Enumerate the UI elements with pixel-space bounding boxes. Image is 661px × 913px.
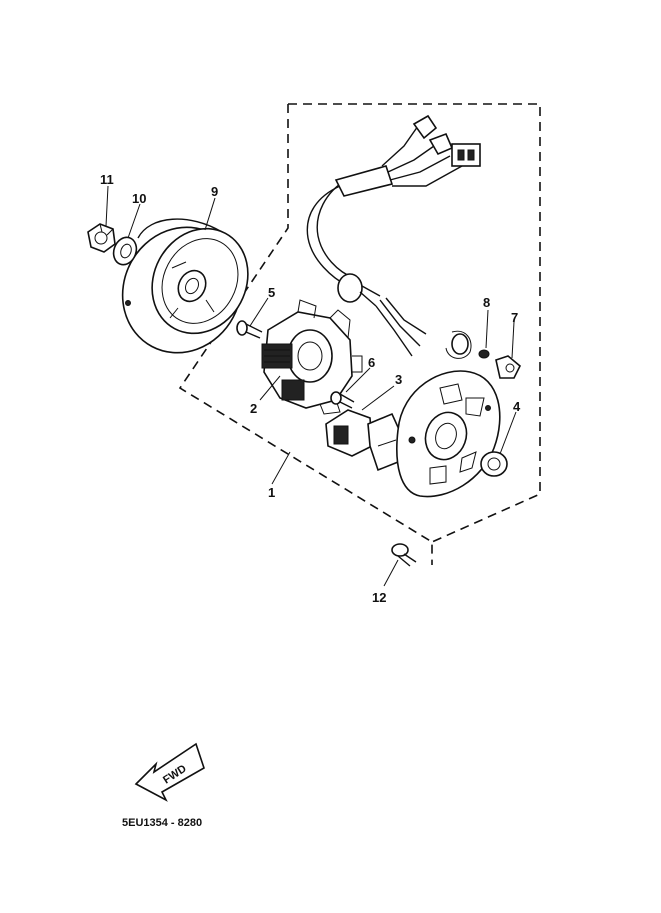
nut-part bbox=[87, 223, 116, 253]
screw-part-6 bbox=[330, 391, 355, 409]
callout-11: 11 bbox=[100, 172, 114, 187]
pickup-coil-part bbox=[325, 409, 403, 472]
callout-5: 5 bbox=[268, 285, 275, 300]
washer-part-8 bbox=[478, 349, 490, 359]
assembly-boundary bbox=[178, 103, 541, 565]
callout-3: 3 bbox=[395, 372, 402, 387]
stator-coil-part bbox=[261, 299, 363, 415]
callout-10: 10 bbox=[132, 191, 146, 206]
wire-harness-part bbox=[306, 114, 481, 357]
base-plate-part bbox=[396, 330, 501, 498]
drawing-code: 5EU1354 - 8280 bbox=[122, 817, 202, 829]
oil-seal-part bbox=[480, 451, 508, 477]
rotor-part bbox=[121, 218, 249, 354]
callout-7: 7 bbox=[511, 310, 518, 325]
callout-12: 12 bbox=[372, 590, 386, 605]
callout-1: 1 bbox=[268, 485, 275, 500]
callout-8: 8 bbox=[483, 295, 490, 310]
callout-6: 6 bbox=[368, 355, 375, 370]
leader-lines bbox=[105, 185, 517, 587]
washer-part bbox=[112, 236, 138, 266]
screw-part bbox=[236, 320, 263, 339]
forward-arrow: FWD bbox=[134, 742, 205, 802]
screw-part-12 bbox=[391, 543, 417, 567]
callout-labels: 1 2 3 4 5 6 7 8 9 10 11 12 bbox=[100, 172, 521, 605]
callout-2: 2 bbox=[250, 401, 257, 416]
screw-part-7 bbox=[495, 355, 521, 379]
callout-9: 9 bbox=[211, 184, 218, 199]
callout-4: 4 bbox=[513, 399, 521, 414]
